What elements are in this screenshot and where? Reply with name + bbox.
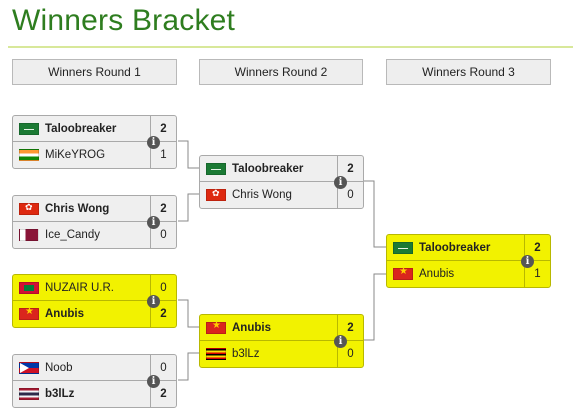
info-icon[interactable]: i xyxy=(147,136,160,149)
round-header-3: Winners Round 3 xyxy=(386,59,551,85)
player-name: NUZAIR U.R. xyxy=(45,281,114,294)
ph-flag-icon xyxy=(19,361,39,374)
player-score: 0 xyxy=(337,341,363,367)
player-name: MiKeYROG xyxy=(45,149,106,161)
vn-flag-icon xyxy=(206,320,226,334)
player-score: 2 xyxy=(337,156,363,181)
vn-flag-icon xyxy=(19,306,39,320)
match-slot-bottom[interactable]: b3lLz 2 xyxy=(13,381,176,407)
info-icon[interactable]: i xyxy=(147,216,160,229)
player-name: b3lLz xyxy=(232,348,260,360)
match-slot-bottom[interactable]: Ice_Candy 0 xyxy=(13,222,176,248)
player-score: 2 xyxy=(150,381,176,407)
round-header-1: Winners Round 1 xyxy=(12,59,177,85)
th-flag-icon xyxy=(19,388,39,400)
info-icon[interactable]: i xyxy=(334,176,347,189)
match-slot-top[interactable]: Noob 0 xyxy=(13,355,176,381)
player-name: Taloobreaker xyxy=(232,162,304,175)
match-r1m2[interactable]: Chris Wong 2 Ice_Candy 0 i xyxy=(12,195,177,249)
hk-flag-icon xyxy=(206,188,226,201)
match-r1m1[interactable]: Taloobreaker 2 MiKeYROG 1 i xyxy=(12,115,177,169)
match-slot-bottom[interactable]: b3lLz 0 xyxy=(200,341,363,367)
in-flag-icon xyxy=(19,149,39,161)
info-icon[interactable]: i xyxy=(147,295,160,308)
player-name: Taloobreaker xyxy=(45,122,117,135)
player-name: Taloobreaker xyxy=(419,241,491,254)
info-icon[interactable]: i xyxy=(521,255,534,268)
player-score: 2 xyxy=(524,235,550,260)
match-slot-top[interactable]: Taloobreaker 2 xyxy=(387,235,550,261)
info-icon[interactable]: i xyxy=(334,335,347,348)
round-header-2: Winners Round 2 xyxy=(199,59,363,85)
match-slot-top[interactable]: Taloobreaker 2 xyxy=(13,116,176,142)
match-r2m1[interactable]: Taloobreaker 2 Chris Wong 0 i xyxy=(199,155,364,209)
connector-r1m3 xyxy=(178,299,199,328)
hk-flag-icon xyxy=(19,202,39,215)
match-r1m3[interactable]: NUZAIR U.R. 0 Anubis 2 i xyxy=(12,274,177,328)
sa-flag-icon xyxy=(393,241,413,254)
player-name: Anubis xyxy=(45,308,84,320)
player-score: 2 xyxy=(150,301,176,327)
connector-r1m4 xyxy=(178,352,199,381)
match-slot-bottom[interactable]: Anubis 2 xyxy=(13,301,176,327)
sa-flag-icon xyxy=(206,162,226,175)
player-score: 1 xyxy=(524,261,550,287)
player-score: 2 xyxy=(150,116,176,141)
ug-flag-icon xyxy=(206,348,226,360)
vn-flag-icon xyxy=(393,266,413,280)
connector-r2m1 xyxy=(364,180,386,248)
page-title: Winners Bracket xyxy=(12,4,236,37)
match-slot-top[interactable]: Taloobreaker 2 xyxy=(200,156,363,182)
match-slot-bottom[interactable]: MiKeYROG 1 xyxy=(13,142,176,168)
mv-flag-icon xyxy=(19,281,39,294)
player-name: Ice_Candy xyxy=(45,229,100,241)
match-r1m4[interactable]: Noob 0 b3lLz 2 i xyxy=(12,354,177,408)
match-slot-top[interactable]: Anubis 2 xyxy=(200,315,363,341)
match-slot-bottom[interactable]: Chris Wong 0 xyxy=(200,182,363,208)
player-name: Chris Wong xyxy=(232,189,292,201)
player-name: Anubis xyxy=(419,268,455,280)
player-score: 0 xyxy=(337,182,363,208)
player-name: b3lLz xyxy=(45,388,75,400)
player-score: 1 xyxy=(150,142,176,168)
connector-r2m2 xyxy=(364,273,386,341)
connector-r1m1 xyxy=(178,140,199,169)
player-name: Anubis xyxy=(232,321,271,334)
player-score: 0 xyxy=(150,222,176,248)
player-score: 0 xyxy=(150,355,176,380)
qa-flag-icon xyxy=(19,229,39,241)
player-score: 2 xyxy=(150,196,176,221)
player-score: 2 xyxy=(337,315,363,340)
title-divider xyxy=(8,46,573,48)
match-slot-bottom[interactable]: Anubis 1 xyxy=(387,261,550,287)
player-name: Noob xyxy=(45,361,73,374)
match-slot-top[interactable]: NUZAIR U.R. 0 xyxy=(13,275,176,301)
match-r2m2[interactable]: Anubis 2 b3lLz 0 i xyxy=(199,314,364,368)
match-slot-top[interactable]: Chris Wong 2 xyxy=(13,196,176,222)
sa-flag-icon xyxy=(19,122,39,135)
info-icon[interactable]: i xyxy=(147,375,160,388)
match-r3m1[interactable]: Taloobreaker 2 Anubis 1 i xyxy=(386,234,551,288)
player-name: Chris Wong xyxy=(45,202,110,215)
player-score: 0 xyxy=(150,275,176,300)
connector-r1m2 xyxy=(178,193,199,222)
